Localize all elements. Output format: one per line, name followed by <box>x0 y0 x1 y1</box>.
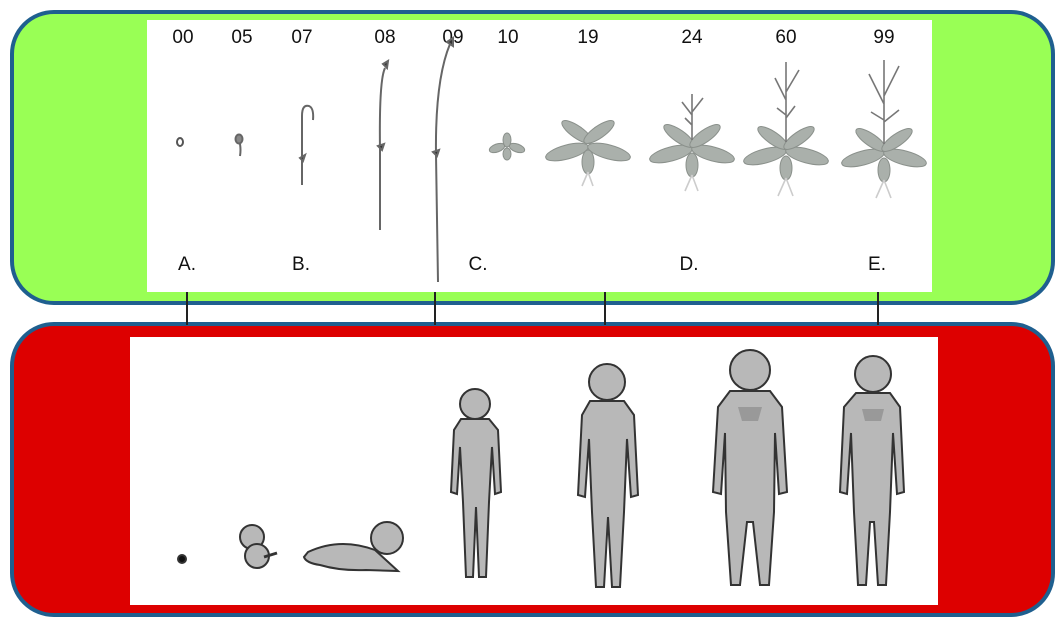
seedling-stage-05 <box>236 135 243 157</box>
stage-letter-c: C. <box>469 254 488 276</box>
bolt-stage-99 <box>869 60 899 144</box>
connector-a <box>186 292 188 325</box>
plant-drawings <box>147 20 932 292</box>
human-elder <box>840 356 904 585</box>
stage-letter-a: A. <box>178 254 196 276</box>
connector-e <box>877 292 879 325</box>
connector-19 <box>604 292 606 325</box>
rosette-stage-10 <box>488 133 526 160</box>
stage-letter-d: D. <box>680 254 699 276</box>
human-adolescent <box>578 364 638 587</box>
human-infant <box>304 522 403 571</box>
plant-growth-panel: 00 05 07 08 09 10 19 24 60 99 <box>147 20 932 292</box>
human-drawings <box>130 337 938 605</box>
human-fetus <box>240 525 277 568</box>
connector-c <box>434 292 436 325</box>
human-embryo-dot <box>178 555 186 563</box>
seed-stage-00 <box>177 138 183 146</box>
bolt-stage-60 <box>775 62 799 142</box>
human-adult <box>713 350 787 585</box>
stage-letter-b: B. <box>292 254 310 276</box>
seedling-stage-07 <box>300 106 313 185</box>
seedling-stage-08 <box>378 61 388 230</box>
human-growth-panel <box>130 337 938 605</box>
human-child <box>451 389 501 577</box>
seedling-stage-09 <box>433 38 453 282</box>
rosette-stage-19 <box>544 117 632 174</box>
stage-letter-e: E. <box>868 254 886 276</box>
